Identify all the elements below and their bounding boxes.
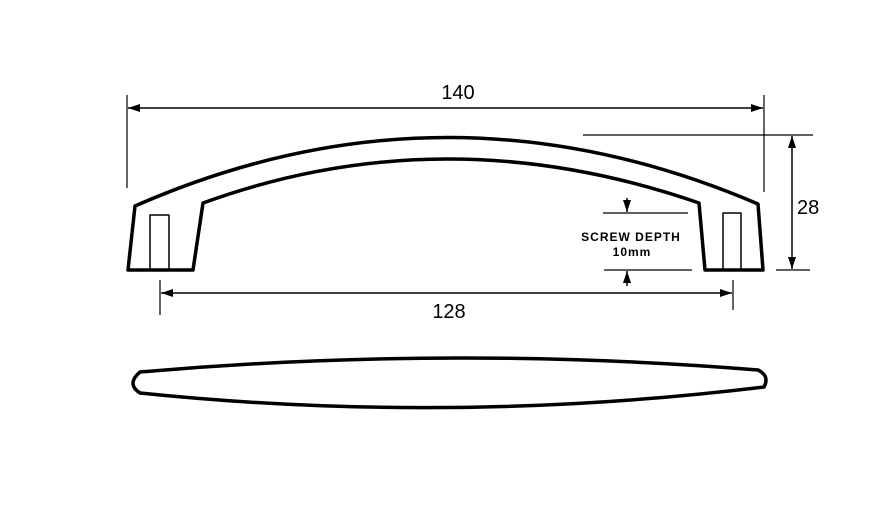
height-label: 28 [797,197,819,219]
hole-centres-dimension: 128 [159,280,734,323]
handle-top-view [131,356,768,410]
hole-centres-label: 128 [432,301,465,323]
left-screw-hole [149,214,170,271]
right-screw-hole [722,212,742,271]
overall-length-label: 140 [441,82,474,104]
overall-length-dimension: 140 [126,82,765,192]
height-dimension: 28 [583,134,819,271]
handle-side-view [126,135,765,272]
screw-depth-label: SCREW DEPTH [581,230,681,244]
screw-depth-dimension: SCREW DEPTH 10mm [581,198,692,286]
screw-depth-value: 10mm [613,245,652,259]
